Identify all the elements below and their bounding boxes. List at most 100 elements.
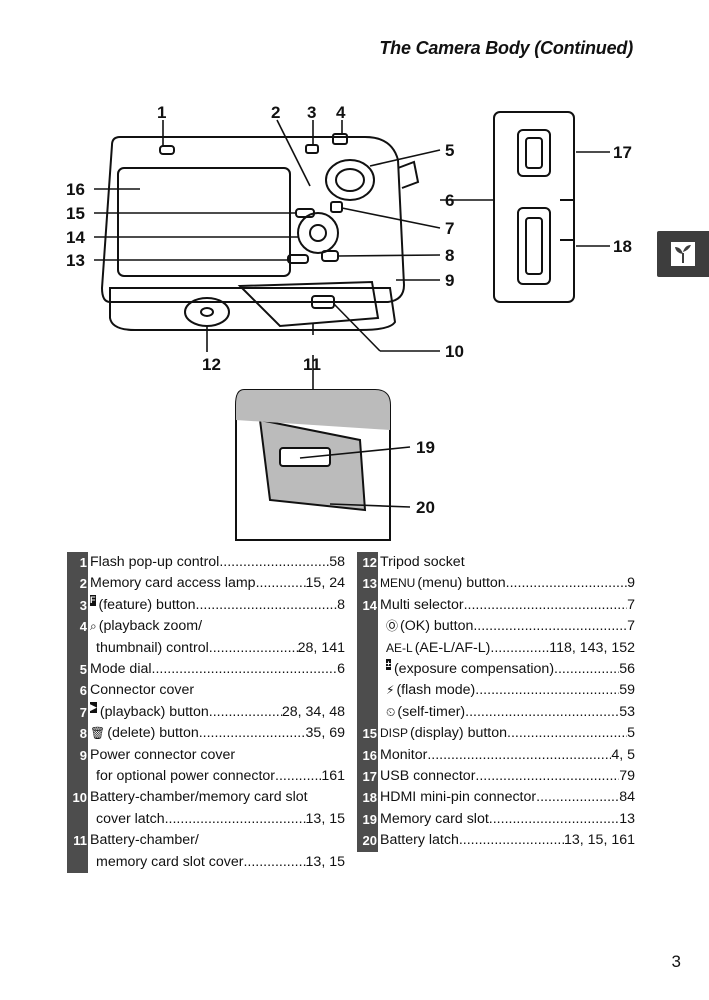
legend-number: 5 (67, 659, 88, 681)
legend-label: thumbnail) control (96, 639, 209, 656)
legend-number (357, 680, 378, 702)
legend-label: Mode dial (90, 661, 152, 678)
callout-18: 18 (613, 237, 632, 256)
legend-label: Power connector cover (90, 746, 236, 763)
callout-9: 9 (445, 271, 454, 290)
playback-icon: ▶ (90, 701, 97, 713)
legend-number: 15 (357, 723, 378, 745)
callout-6: 6 (445, 191, 454, 210)
legend-row: ⏲(self-timer)53 (357, 701, 635, 724)
legend-page-ref: 79 (619, 768, 635, 785)
legend-number: 19 (357, 808, 378, 831)
page-number: 3 (671, 952, 681, 971)
leader-dots (199, 723, 306, 744)
legend-page-ref: 4, 5 (611, 746, 635, 763)
callout-4: 4 (336, 103, 346, 122)
leader-dots (219, 552, 329, 573)
legend-number: 13 (357, 573, 378, 595)
legend-number (67, 766, 88, 788)
callout-15: 15 (66, 204, 85, 223)
legend-label: memory card slot cover (96, 853, 244, 870)
leader-dots (209, 702, 282, 723)
legend-number: 20 (357, 830, 378, 852)
legend-page-ref: 161 (321, 768, 345, 785)
legend-page-ref: 13 (619, 810, 635, 827)
legend-page-ref: 13, 15 (305, 810, 345, 827)
legend-number: 11 (67, 830, 88, 852)
callout-8: 8 (445, 246, 454, 265)
legend-number (67, 637, 88, 660)
callout-14: 14 (66, 228, 85, 247)
leader-dots (475, 766, 619, 787)
legend-label: Battery-chamber/memory card slot (90, 789, 308, 806)
legend-page-ref: 118, 143, 152 (549, 639, 635, 656)
leader-dots (489, 809, 619, 830)
callout-19: 19 (416, 438, 435, 457)
legend-label: Memory card slot (380, 810, 489, 827)
legend-label: (delete) button (107, 725, 199, 742)
legend-page-ref: 8 (337, 596, 345, 613)
hdmi-connector (517, 207, 551, 285)
leader-dots (475, 680, 619, 701)
legend-number: 7 (67, 701, 88, 724)
callout-1: 1 (157, 103, 166, 122)
leader-dots (554, 659, 619, 680)
legend-number (357, 701, 378, 724)
callout-16: 16 (66, 180, 85, 199)
self-timer-icon: ⏲ (386, 704, 396, 719)
legend-label: (menu) button (417, 575, 506, 592)
legend-label: Memory card access lamp (90, 575, 256, 592)
ae-af-lock-icon: AE-L (386, 640, 413, 655)
legend-label: (flash mode) (396, 682, 476, 699)
legend-number: 17 (357, 766, 378, 788)
callout-5: 5 (445, 141, 454, 160)
flash-icon: ⚡ (386, 683, 395, 698)
legend-page-ref: 58 (329, 554, 345, 570)
callout-12: 12 (202, 355, 221, 374)
legend-page-ref: 7 (627, 596, 635, 613)
ok-icon: Ⓞ (386, 619, 399, 634)
legend-row: ⚡(flash mode)59 (357, 680, 635, 702)
callout-13: 13 (66, 251, 85, 270)
legend-number: 2 (67, 573, 88, 595)
legend-label: (exposure compensation) (393, 661, 555, 678)
menu-icon: MENU (380, 576, 416, 591)
legend-number: 16 (357, 744, 378, 767)
legend-page-ref: 7 (627, 618, 635, 635)
legend-label: for optional power connector (96, 768, 276, 785)
leader-dots (152, 659, 338, 680)
legend-page-ref: 56 (619, 661, 635, 678)
legend-label: Connector cover (90, 682, 195, 699)
legend-row: memory card slot cover13, 15 (67, 851, 345, 874)
legend-number: 3 (67, 594, 88, 617)
legend-number (357, 616, 378, 638)
mode-dial-shape (325, 159, 375, 201)
leader-dots (427, 745, 611, 766)
disp-icon: DISP (380, 726, 409, 741)
leader-dots (459, 830, 564, 851)
legend-label: cover latch (96, 810, 165, 827)
callout-2: 2 (271, 103, 280, 122)
legend-number (357, 637, 378, 660)
legend-label: Flash pop-up control (90, 554, 220, 570)
legend-page-ref: 9 (627, 575, 635, 592)
legend-number (357, 659, 378, 681)
leader-dots (196, 595, 338, 616)
callout-17: 17 (613, 143, 632, 162)
leader-dots (243, 852, 305, 873)
legend-number: 8 (67, 723, 88, 745)
legend-label: (OK) button (400, 618, 474, 635)
legend-page-ref: 28, 34, 48 (281, 703, 345, 720)
legend-row: AE-L(AE-L/AF-L)118, 143, 152 (357, 637, 635, 660)
legend-row: thumbnail) control28, 141 (67, 637, 345, 660)
